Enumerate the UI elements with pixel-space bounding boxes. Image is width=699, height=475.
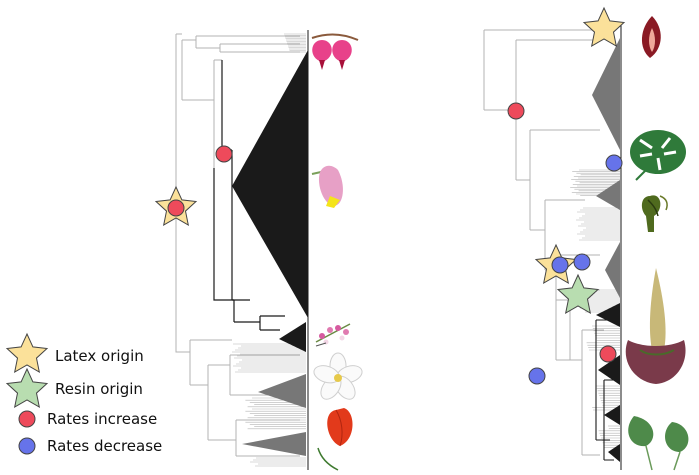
bleeding-heart-flower xyxy=(311,33,359,70)
left-small-collapsed-clade xyxy=(279,322,306,352)
right-phylogenetic-tree xyxy=(483,25,622,470)
right-tree-dark-branches xyxy=(595,319,616,461)
right-dark-clade-2 xyxy=(598,355,620,385)
legend: Latex origin Resin origin Rates increase… xyxy=(6,333,162,455)
red-poppy-flower xyxy=(317,408,353,471)
right-gray-clade-2 xyxy=(596,180,620,210)
right-dark-clade-3 xyxy=(604,405,620,425)
legend-item-rates-increase: Rates increase xyxy=(18,410,157,428)
pink-spiky-flower xyxy=(315,323,351,347)
cobra-lily-spathe xyxy=(641,195,668,232)
legend-label-resin: Resin origin xyxy=(55,380,143,398)
right-dark-clade-4 xyxy=(608,444,620,462)
legend-label-rates-decrease: Rates decrease xyxy=(47,437,162,455)
monstera-leaf xyxy=(630,130,686,181)
left-tree-light-branches xyxy=(175,33,300,457)
right-markers xyxy=(507,7,625,385)
rates-increase-marker-right-2 xyxy=(599,345,617,363)
dark-red-spathe xyxy=(641,16,661,58)
rates-decrease-marker-right-2 xyxy=(551,256,569,274)
right-tree-light-branches xyxy=(483,29,604,456)
rates-decrease-marker-right-4 xyxy=(528,367,546,385)
legend-item-latex: Latex origin xyxy=(6,333,144,373)
corpse-flower xyxy=(625,268,686,384)
left-large-collapsed-clade xyxy=(232,50,308,318)
legend-label-latex: Latex origin xyxy=(55,347,144,365)
white-anemone-flower xyxy=(313,352,363,400)
pink-tubular-flower xyxy=(311,165,343,208)
arrowhead-leaves xyxy=(628,416,689,471)
right-gray-clade-1 xyxy=(592,38,620,150)
rates-increase-marker-left-2 xyxy=(215,145,233,163)
left-gray-clade-2 xyxy=(242,432,306,456)
rates-decrease-marker-right-3 xyxy=(573,253,591,271)
legend-item-rates-decrease: Rates decrease xyxy=(18,437,162,455)
left-markers xyxy=(155,145,233,226)
legend-latex-star-icon xyxy=(6,333,48,373)
rates-increase-marker-left-1 xyxy=(167,199,185,217)
left-gray-clade-1 xyxy=(258,374,306,408)
legend-resin-star-icon xyxy=(6,368,48,408)
rates-increase-marker-right-1 xyxy=(507,102,525,120)
left-phylogenetic-tree xyxy=(175,30,309,470)
legend-label-rates-increase: Rates increase xyxy=(47,410,157,428)
legend-item-resin: Resin origin xyxy=(6,368,143,408)
right-gray-clade-3 xyxy=(605,242,620,298)
legend-rates-decrease-icon xyxy=(18,437,36,455)
rates-decrease-marker-right-1 xyxy=(605,154,623,172)
right-dark-clade-1 xyxy=(596,303,620,327)
legend-rates-increase-icon xyxy=(18,410,36,428)
